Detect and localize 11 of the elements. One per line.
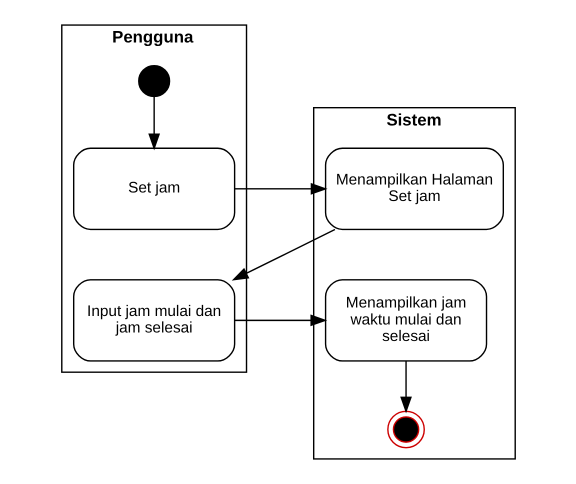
arrow (234, 182, 328, 195)
arrow (234, 314, 327, 326)
node-box: Set jam (72, 148, 235, 230)
node-circle (138, 64, 170, 98)
arrow (148, 96, 160, 150)
node-box: Menampilkan jam waktu mulai dan selesai (324, 279, 487, 362)
node-box: Menampilkan Halaman Set jam (324, 148, 504, 230)
arrow (231, 228, 335, 281)
node-box: Input jam mulai dan jam selesai (72, 279, 235, 362)
arrow (400, 361, 412, 414)
node-circle (386, 410, 424, 448)
